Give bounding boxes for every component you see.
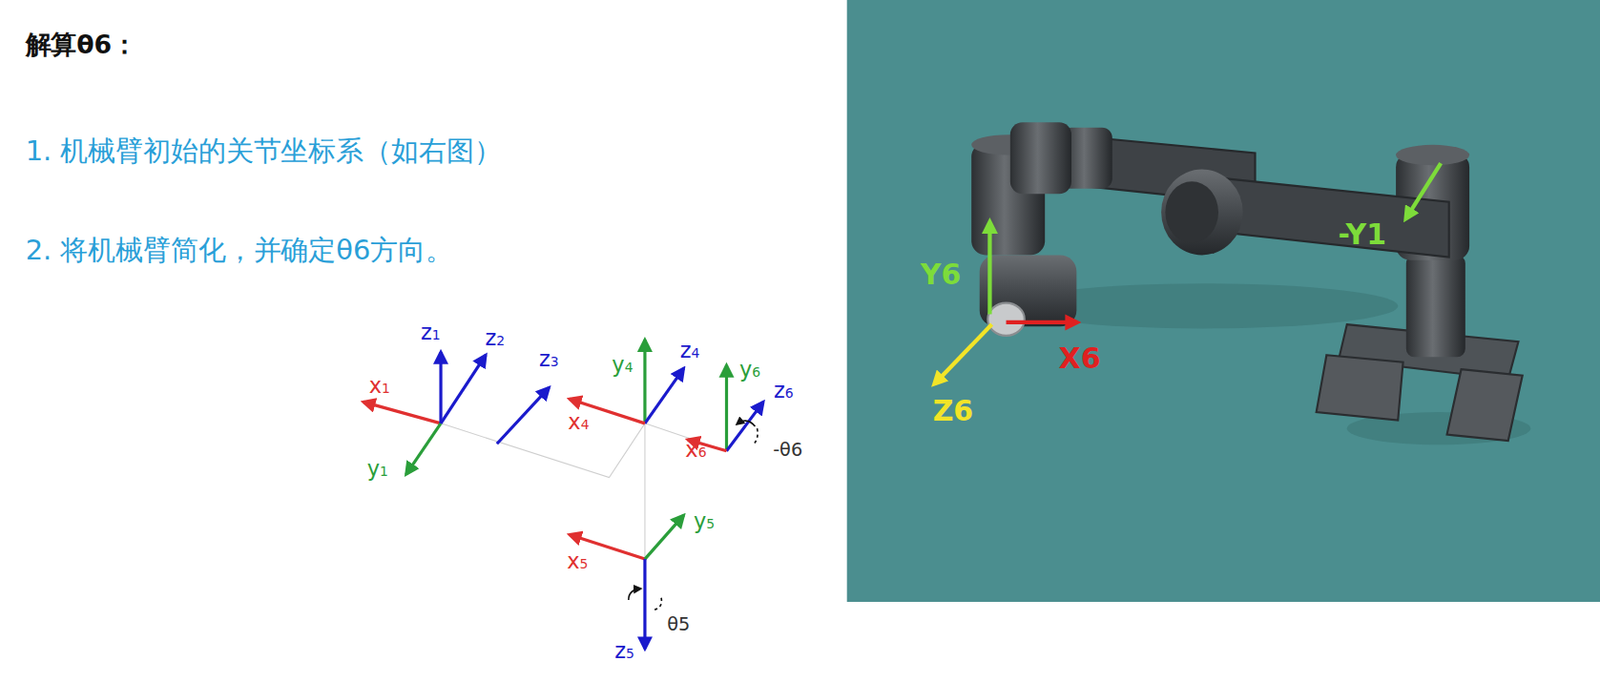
axis-label: y4 (611, 353, 633, 378)
axis-label: z5 (614, 638, 635, 664)
axis-label: z3 (539, 347, 560, 373)
axis-label: -Y1 (1338, 218, 1388, 251)
axis-label: z2 (484, 326, 505, 352)
axis-label: y1 (367, 457, 389, 482)
angle-label: -θ6 (772, 439, 803, 461)
slide-title: 解算θ6： (25, 31, 138, 62)
axis-label: x6 (685, 437, 707, 463)
bullet-text: 1. 机械臂初始的关节坐标系（如右图） (25, 135, 502, 167)
axis-label: z4 (680, 338, 701, 364)
axis-label: Z6 (933, 394, 975, 428)
axis-label: x1 (369, 373, 391, 398)
axis-label: X6 (1059, 342, 1102, 375)
axis-label: z6 (773, 378, 794, 404)
bullet-text: 2. 将机械臂简化，并确定θ6方向。 (25, 233, 454, 266)
axis-label: y5 (693, 509, 715, 535)
axis-label: z1 (420, 320, 441, 346)
axis-label: y6 (739, 356, 761, 382)
axis-label: x5 (566, 548, 588, 574)
axis-label: x4 (567, 410, 589, 436)
axis-label: Y6 (920, 259, 962, 292)
angle-label: θ5 (666, 613, 690, 635)
